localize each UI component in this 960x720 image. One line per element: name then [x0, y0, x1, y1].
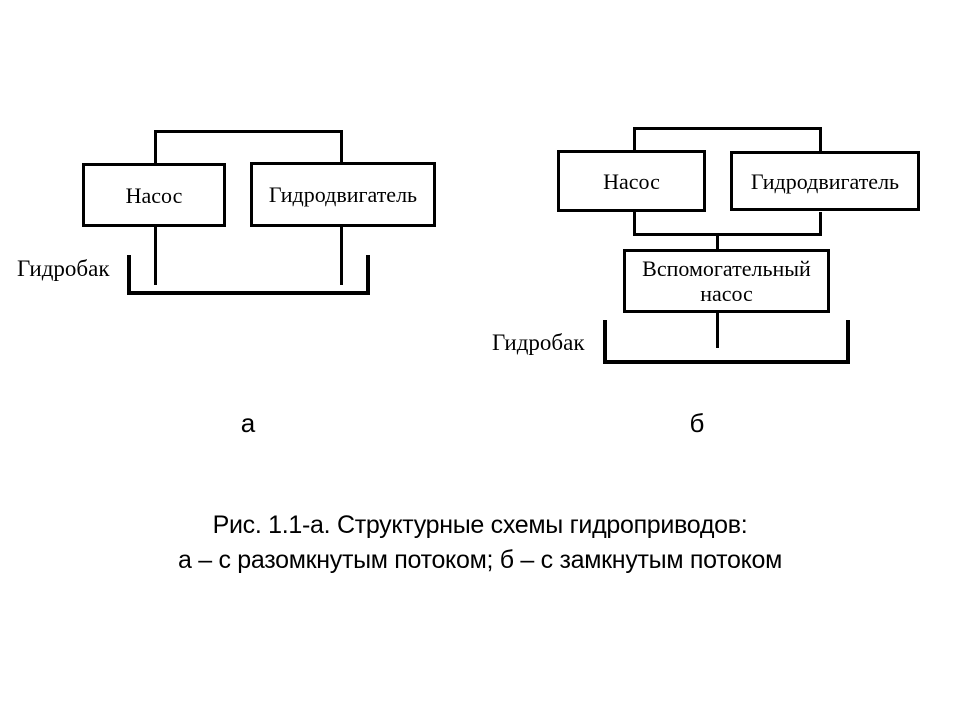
merge-connector-b — [633, 212, 822, 236]
tank-shape-a — [127, 255, 370, 295]
motor-label-a: Гидродвигатель — [268, 182, 418, 207]
pump-label-b: Насос — [603, 168, 660, 194]
top-connector-a — [154, 130, 343, 165]
caption-line-2: а – с разомкнутым потоком; б – с замкнут… — [177, 546, 783, 574]
aux-pump-box-b: Вспомогательный насос — [623, 249, 830, 313]
pump-box-b: Насос — [557, 150, 706, 212]
merge-to-aux-pipe-b — [716, 234, 719, 250]
sublabel-b: б — [689, 408, 705, 438]
motor-label-b: Гидродвигатель — [750, 168, 900, 194]
tank-shape-b — [603, 320, 850, 364]
aux-pump-label-b: Вспомогательный насос — [642, 256, 811, 306]
pump-box-a: Насос — [82, 163, 226, 227]
caption-line-1: Рис. 1.1-а. Структурные схемы гидроприво… — [212, 511, 748, 539]
motor-box-a: Гидродвигатель — [250, 162, 436, 227]
tank-label-a: Гидробак — [17, 256, 110, 281]
pump-label-a: Насос — [125, 182, 183, 208]
sublabel-a: а — [240, 408, 256, 438]
tank-label-b: Гидробак — [492, 330, 585, 355]
motor-to-tank-pipe-a — [340, 227, 343, 285]
motor-box-b: Гидродвигатель — [730, 151, 920, 211]
top-connector-b — [633, 127, 822, 154]
pump-to-tank-pipe-a — [154, 227, 157, 285]
aux-to-tank-pipe-b — [716, 313, 719, 348]
